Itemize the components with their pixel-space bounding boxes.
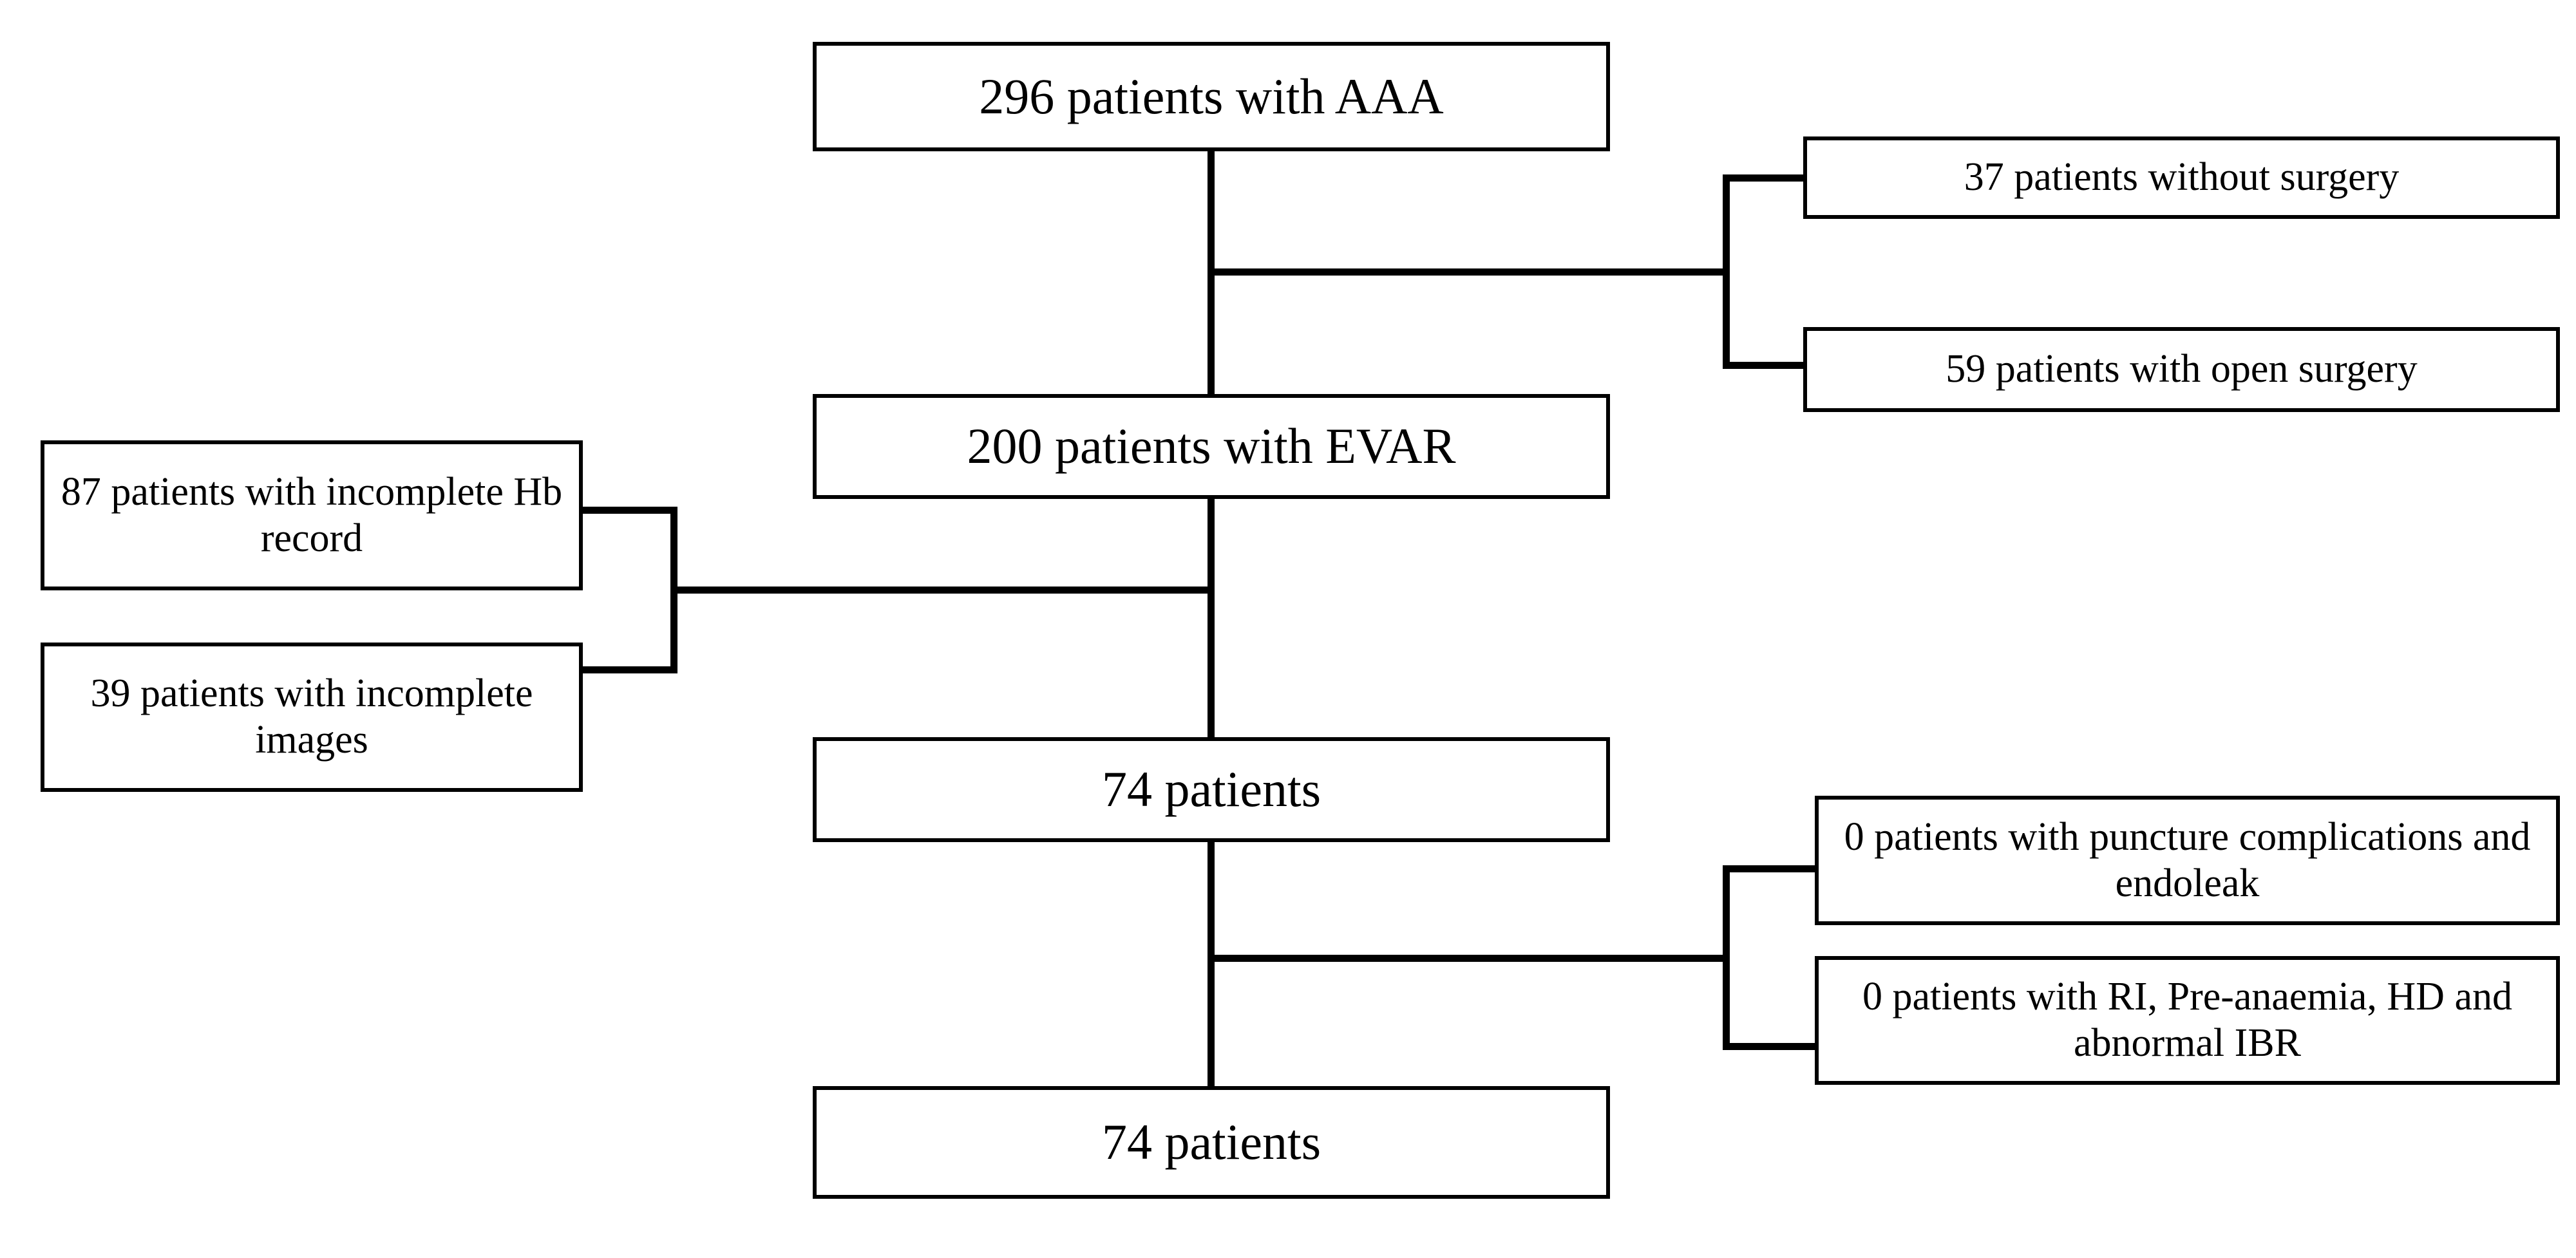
- connector-stem-left: [670, 587, 1211, 594]
- node-296-patients-with-aaa: 296 patients with AAA: [813, 42, 1610, 151]
- node-37-patients-without-surgery: 37 patients without surgery: [1803, 136, 2560, 219]
- node-39-patients-incomplete-images: 39 patients with incomplete images: [41, 643, 583, 792]
- node-296-label: 296 patients with AAA: [979, 68, 1444, 124]
- connector-branch-open-surgery: [1723, 362, 1810, 369]
- node-59-patients-with-open-surgery: 59 patients with open surgery: [1803, 327, 2560, 412]
- connector-bracket-top-right: [1723, 174, 1730, 369]
- connector-branch-incomplete-images: [580, 666, 674, 673]
- excl-37-label: 37 patients without surgery: [1964, 155, 2400, 200]
- connector-74a-to-74b: [1208, 838, 1215, 1090]
- excl-59-label: 59 patients with open surgery: [1946, 347, 2418, 391]
- node-74a-label: 74 patients: [1101, 761, 1321, 818]
- node-200-patients-with-evar: 200 patients with EVAR: [813, 394, 1610, 499]
- node-74-patients-analysed: 74 patients: [813, 737, 1610, 842]
- excl-39-label: 39 patients with incomplete images: [90, 671, 533, 762]
- connector-branch-puncture: [1723, 865, 1819, 872]
- connector-bracket-left: [670, 507, 677, 673]
- node-0-patients-puncture-complications-endoleak: 0 patients with puncture complications a…: [1815, 796, 2560, 925]
- excl-0-ri-label: 0 patients with RI, Pre-anaemia, HD and …: [1862, 975, 2512, 1065]
- connector-stem-top-right: [1208, 268, 1730, 276]
- connector-evar-to-74a: [1208, 495, 1215, 741]
- node-74-patients-final: 74 patients: [813, 1086, 1610, 1199]
- connector-branch-incomplete-hb: [580, 507, 674, 514]
- connector-stem-bottom-right: [1208, 955, 1730, 962]
- node-87-patients-incomplete-hb-record: 87 patients with incomplete Hb record: [41, 440, 583, 590]
- excl-0-puncture-label: 0 patients with puncture complications a…: [1844, 814, 2531, 905]
- connector-branch-ri: [1723, 1043, 1819, 1050]
- connector-branch-no-surgery: [1723, 174, 1810, 182]
- excl-87-label: 87 patients with incomplete Hb record: [61, 469, 563, 560]
- connector-bracket-bottom-right: [1723, 865, 1730, 1050]
- node-0-patients-ri-preanaemia-hd-ibr: 0 patients with RI, Pre-anaemia, HD and …: [1815, 956, 2560, 1085]
- node-74b-label: 74 patients: [1101, 1114, 1321, 1170]
- node-200-label: 200 patients with EVAR: [967, 418, 1456, 474]
